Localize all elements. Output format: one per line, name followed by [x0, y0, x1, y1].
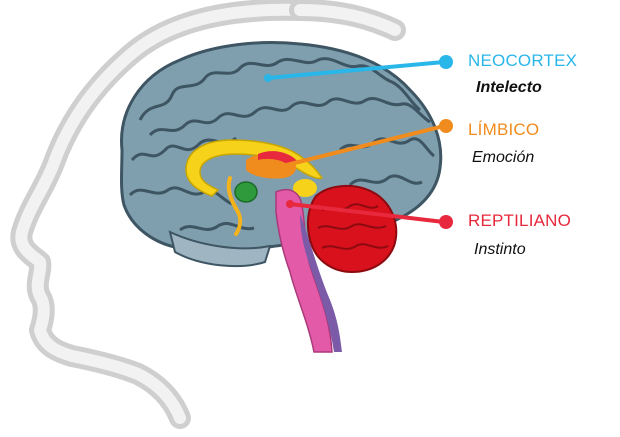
limbico-label: LÍMBICO [468, 120, 540, 139]
pointer-reptiliano [286, 200, 453, 229]
neocortex-description: Intelecto [476, 79, 542, 96]
reptiliano-label: REPTILIANO [468, 211, 572, 230]
reptiliano-description: Instinto [474, 241, 526, 258]
limbic-region [185, 139, 324, 236]
limbico-description: Emoción [472, 149, 535, 166]
neocortex-label: NEOCORTEX [468, 51, 578, 70]
head-silhouette [10, 0, 406, 429]
cerebellum-region [306, 184, 398, 274]
pointer-limbico [254, 119, 453, 176]
pointer-neocortex [264, 55, 453, 82]
